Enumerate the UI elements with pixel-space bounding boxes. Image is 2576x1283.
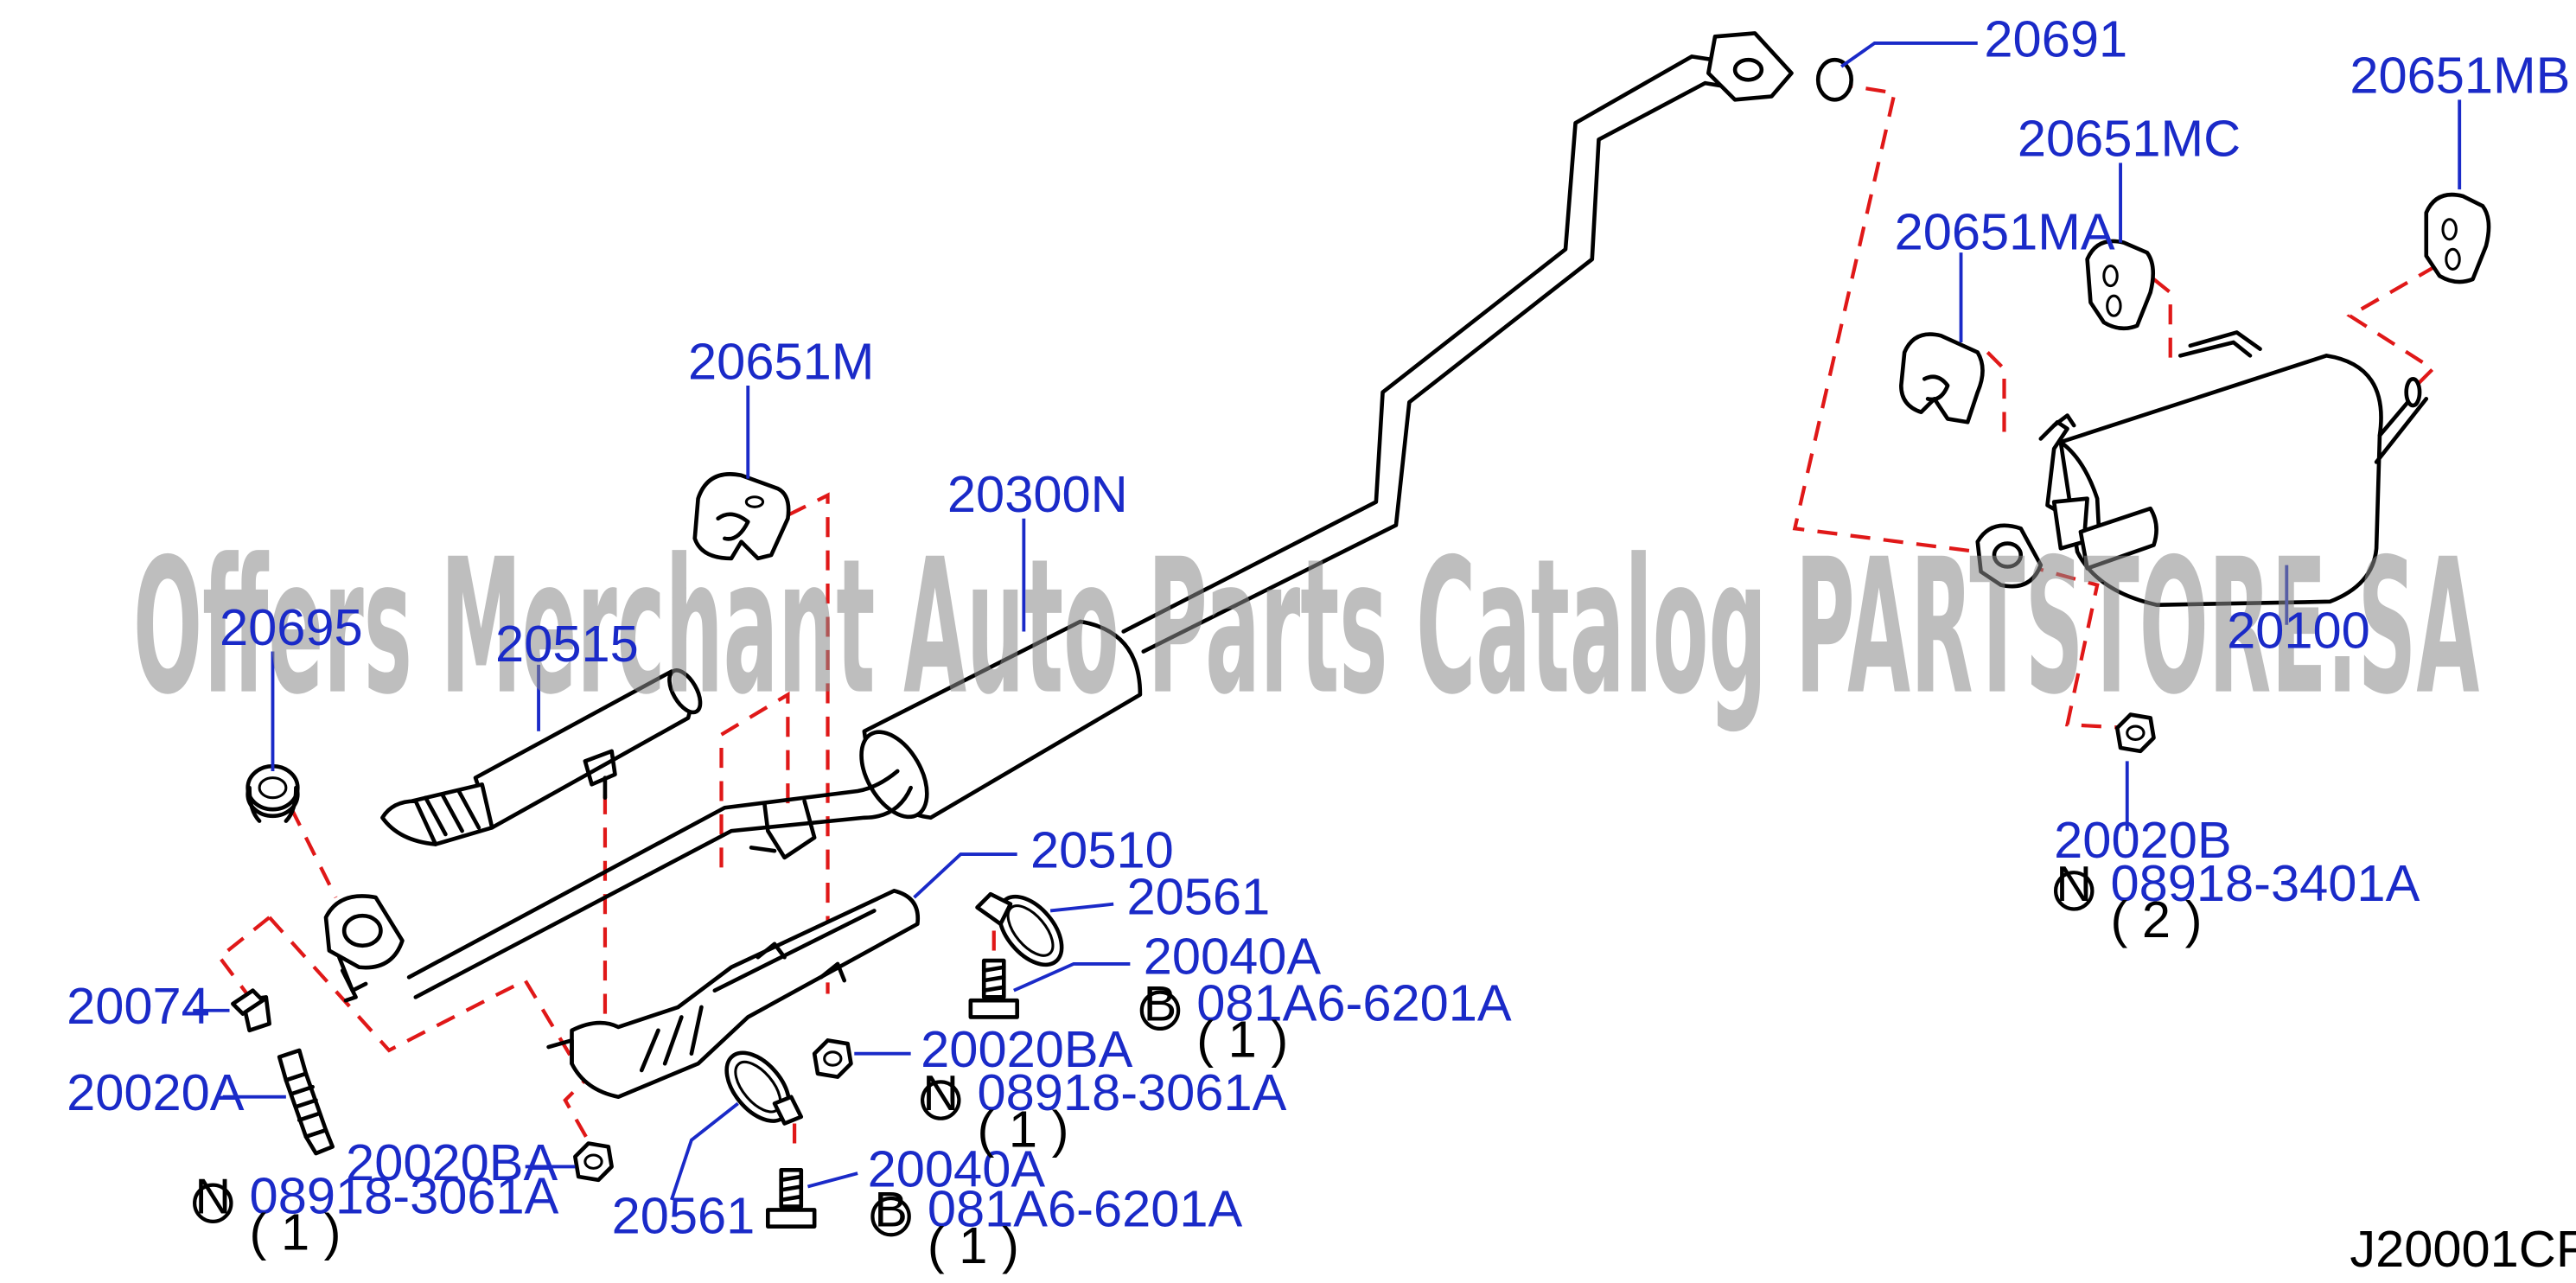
std-part-prefix: B [1144,976,1176,1031]
label-20020BA-lower: 20020BA [346,1133,558,1191]
nut-20020BA-lower [573,1141,614,1183]
label-20020BA-upper: 20020BA [921,1020,1132,1078]
std-part-code: 08918-3401A [2111,854,2420,912]
std-part-circle [193,1183,233,1223]
std-part-code: 081A6-6201A [928,1180,1243,1238]
clamp-20561-lower [724,1050,804,1126]
gasket-20691 [1815,57,1853,102]
label-20561-lower: 20561 [612,1186,756,1244]
std-part-prefix: N [922,1066,959,1121]
label-20020B: 20020B [2054,811,2231,869]
rubber-hanger-20651MB [2424,192,2491,284]
rear-muffler-20100 [1975,330,2429,608]
std-part-qty: ( 2 ) [2111,890,2203,948]
std-part-n3: N 08918-3061A ( 1 ) [193,1166,559,1261]
std-part-code: 081A6-6201A [1196,973,1512,1031]
ring-gasket-20695 [245,763,300,823]
front-flange [323,894,405,1003]
label-20100: 20100 [2227,602,2370,660]
diagram-code: J20001CF [2350,1220,2576,1278]
bolt-20040A-lower [766,1167,817,1229]
part-labels: 20691 20651MB 20651MC 20651MA 20651M 203… [67,10,2570,1244]
std-part-qty: ( 1 ) [1196,1011,1288,1069]
std-part-circle [2053,871,2095,911]
std-part-circle [920,1080,961,1120]
std-part-qty: ( 1 ) [250,1203,341,1261]
std-part-n2: N 08918-3061A ( 1 ) [920,1063,1287,1158]
std-part-prefix: N [2056,857,2092,912]
center-pipe-20300N [406,31,1794,999]
label-20651MA: 20651MA [1895,202,2115,260]
rubber-hanger-20651MA [1899,332,1985,424]
leader-lines [193,41,2462,1201]
std-part-code: 08918-3061A [250,1166,559,1224]
std-part-qty: ( 1 ) [928,1216,1019,1274]
label-20515: 20515 [495,615,639,673]
label-20020A: 20020A [67,1063,245,1121]
bolt-20040A-upper [968,958,1019,1019]
label-20651M: 20651M [688,332,874,390]
label-20040A-lower: 20040A [868,1140,1046,1198]
std-part-qty: ( 1 ) [978,1100,1069,1158]
std-part-circle [1139,990,1181,1031]
rubber-hanger-20651MC [2085,239,2156,331]
label-20300N: 20300N [947,465,1128,523]
front-tube-20515 [380,668,703,846]
label-20510: 20510 [1030,820,1174,878]
std-part-n1: N 08918-3401A ( 2 ) [2053,854,2420,948]
std-part-prefix: N [194,1169,231,1224]
label-20651MB: 20651MB [2350,47,2570,105]
label-20651MC: 20651MC [2018,110,2241,168]
nut-20020BA-upper [812,1038,853,1079]
std-part-prefix: B [874,1183,907,1238]
label-20691: 20691 [1984,10,2127,67]
label-20074: 20074 [67,977,210,1035]
heat-shield-20510 [546,889,921,1100]
sensor-20020A [277,1048,335,1156]
std-part-b1: B 081A6-6201A ( 1 ) [1139,973,1512,1069]
label-20695: 20695 [220,598,363,656]
label-20561-upper: 20561 [1127,867,1271,925]
label-20040A-upper: 20040A [1144,927,1322,985]
rubber-hanger-20651M [692,472,791,561]
clamp-20561-upper [975,891,1064,967]
nut-20020B [2114,712,2156,754]
std-part-b2: B 081A6-6201A ( 1 ) [870,1180,1243,1274]
watermark: Offers Merchant Auto Parts Catalog PARTS… [133,519,2479,736]
plug-20074 [231,988,271,1033]
std-part-circle [870,1196,911,1237]
std-part-code: 08918-3061A [978,1063,1287,1121]
